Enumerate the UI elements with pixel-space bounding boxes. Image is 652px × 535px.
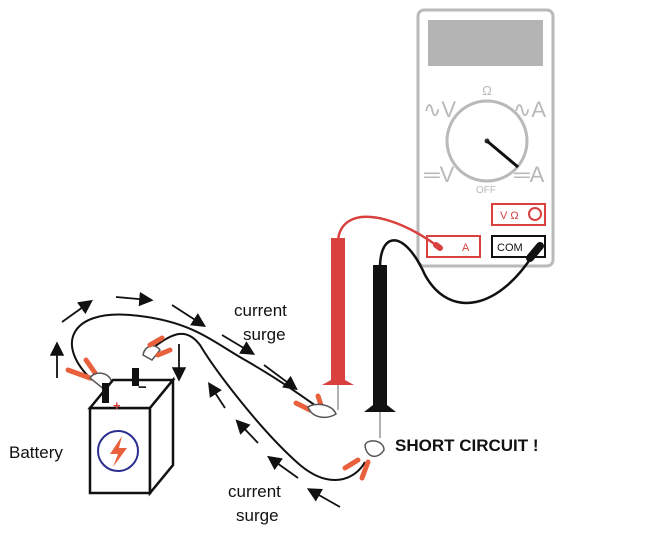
- alligator-clip-battery-minus[interactable]: [142, 335, 173, 361]
- current-surge-top-line2: surge: [243, 325, 286, 344]
- red-test-lead: [322, 215, 443, 410]
- dial-pointer: [486, 139, 519, 169]
- jack-amp[interactable]: [426, 235, 481, 258]
- arrow-icon: [208, 381, 226, 409]
- dc-volt-label: ═V: [423, 162, 455, 187]
- battery-terminal-minus: [132, 368, 139, 386]
- jack-amp-label: A: [462, 242, 470, 254]
- arrow-icon: [61, 299, 93, 323]
- alligator-clip-red-probe[interactable]: [293, 393, 337, 419]
- dc-amp-label: ═A: [513, 162, 545, 187]
- jack-com-label: COM: [497, 242, 523, 254]
- ac-volt-label: ∿V: [423, 97, 456, 122]
- battery-terminal-plus: [102, 383, 109, 403]
- multimeter: Ω ∿V ∿A ═V ═A OFF V Ω A COM: [416, 8, 555, 268]
- arrow-icon: [235, 419, 259, 444]
- red-probe[interactable]: [331, 238, 345, 382]
- battery-label: Battery: [9, 443, 63, 462]
- arrow-icon: [267, 455, 299, 479]
- arrow-icon: [221, 334, 256, 355]
- current-surge-bottom-line2: surge: [236, 506, 279, 525]
- minus-sign: −: [138, 379, 147, 396]
- ohm-label: Ω: [482, 83, 492, 98]
- current-flow-arrows: [49, 291, 341, 508]
- current-surge-bottom-line1: current: [228, 482, 281, 501]
- plus-sign: +: [113, 398, 121, 413]
- battery: + −: [87, 368, 176, 497]
- black-test-lead: [364, 239, 544, 438]
- battery-side: [148, 376, 175, 497]
- off-label: OFF: [476, 185, 496, 196]
- arrow-icon: [171, 304, 207, 327]
- jack-vohm-label: V Ω: [500, 210, 519, 222]
- arrow-icon: [306, 488, 341, 508]
- arrow-icon: [115, 291, 154, 307]
- black-probe[interactable]: [373, 265, 387, 408]
- arrow-icon: [263, 364, 298, 391]
- current-surge-top-line1: current: [234, 301, 287, 320]
- meter-display: [428, 20, 543, 66]
- jack-vohm-socket[interactable]: [528, 207, 542, 221]
- alligator-clip-black-probe[interactable]: [342, 440, 385, 481]
- short-circuit-label: SHORT CIRCUIT !: [395, 436, 539, 455]
- ac-amp-label: ∿A: [513, 97, 546, 122]
